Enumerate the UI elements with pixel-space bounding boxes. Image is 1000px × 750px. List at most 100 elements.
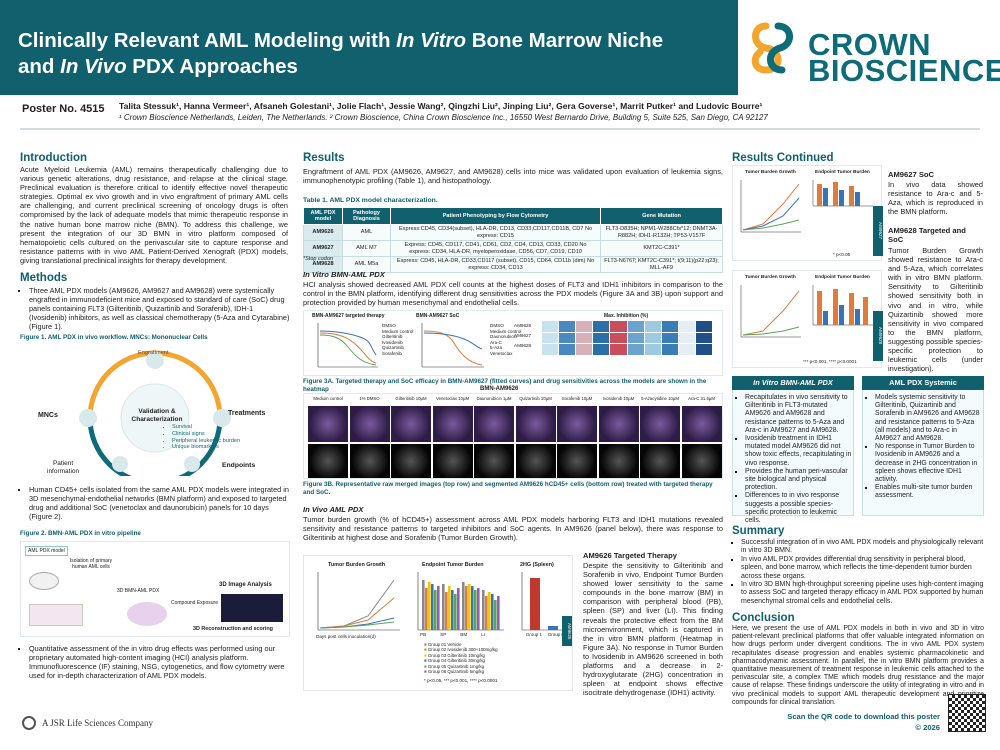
fig4-bar	[474, 590, 477, 630]
fig3a-legend-item: Quizartinib	[382, 345, 404, 351]
table-cell: Express: CD45, HLA-DR, CD33,CD117 (subse…	[389, 256, 602, 273]
panel-invitro-item: Differences to in vivo response suggests…	[745, 492, 852, 525]
fig3a-title-1: BMN-AM9627 targeted therapy	[312, 313, 385, 319]
legend-swatch-icon: ■	[424, 669, 428, 675]
heatmap-cell	[661, 344, 678, 355]
heatmap-cell	[695, 332, 712, 344]
fig1-label-treatments: Treatments	[228, 410, 266, 417]
heatmap-cell	[644, 332, 661, 344]
fig4-bar	[497, 596, 500, 630]
fig3b-column-label: Venetoclax 10µM	[435, 396, 470, 401]
panel-systemic-item: Enables multi-site tumor burden assessme…	[875, 484, 982, 500]
legend-text: Group 01 Vehicle	[427, 642, 462, 647]
heatmap-cell	[559, 332, 576, 344]
fig3b-title: BMN-AM9626	[480, 386, 519, 392]
summary-item: In vivo AML PDX provides differential dr…	[741, 556, 984, 581]
fig3a-legend-item: Venetoclax	[490, 350, 513, 356]
fig4-bar	[477, 588, 480, 630]
table-header-cell: Gene Mutation	[600, 207, 723, 225]
summary-heading: Summary	[732, 525, 785, 537]
am9628-text: Tumor Burden Growth showed resistance to…	[888, 246, 983, 374]
table-footnote: *Stop codon	[303, 256, 333, 262]
c3-pnote-2: *** p<0.001, **** p<0.0001	[803, 359, 857, 364]
fig4-legend: ■ Group 01 Vehicle■ Group 02 Ivosidenib …	[424, 642, 498, 674]
invivo-text: Tumor burden growth (% of hCD45+) assess…	[303, 515, 723, 543]
heatmap-cell	[678, 332, 695, 344]
fig3b-raw-image	[598, 406, 639, 442]
fig3b-column-label: Daunorubicin 1µM	[476, 396, 512, 401]
heatmap-cell	[661, 332, 678, 344]
figure1-workflow	[79, 350, 231, 476]
fig4-2hg-category: Group 1	[526, 632, 542, 637]
fig3a-legend-item: Sorafenib	[382, 350, 402, 356]
fig4-bar	[451, 590, 454, 630]
crown-logo-icon	[751, 22, 793, 74]
invivo-heading: In Vivo AML PDX	[303, 505, 364, 514]
table-cell: AM9626	[303, 224, 343, 241]
fig3b-segmented-image	[515, 444, 556, 478]
table-cell: AML M7	[341, 240, 391, 257]
heatmap-cell	[627, 321, 644, 332]
fig4-bar	[482, 590, 485, 630]
fig3b-column-label: 1% DMSO	[359, 396, 380, 401]
fig2-step-analysis: 3D Image Analysis	[219, 582, 272, 588]
fig1-endpoint-item: Clinical signs	[172, 431, 240, 438]
heatmap-row-label: AM9626	[514, 323, 532, 328]
am9626-heading: AM9626 Targeted Therapy	[583, 551, 677, 560]
mouse-icon	[29, 572, 59, 590]
heatmap-row-label: AM9628	[514, 343, 532, 348]
heatmap-cell	[559, 344, 576, 355]
heatmap-cell	[627, 344, 644, 355]
fig4-bar	[431, 584, 434, 630]
legend-text: Group 06 Quizartinib 5mg/kg	[427, 669, 485, 675]
table-cell: AML	[341, 224, 391, 241]
intro-text: Acute Myeloid Leukemia (AML) remains the…	[20, 165, 288, 265]
fig3b-raw-image	[681, 406, 722, 442]
heatmap-cell	[661, 321, 678, 332]
am9628-tag: AM9628	[873, 311, 883, 361]
fig2-step-pdx: AML PDX model	[25, 546, 68, 556]
invitro-text: HCI analysis showed decreased AML PDX ce…	[303, 280, 723, 308]
fig3b-segmented-image	[349, 444, 390, 478]
fig4-category: BM	[460, 632, 468, 637]
heatmap-cell	[644, 321, 661, 332]
copyright: © 2026	[915, 723, 940, 732]
am9626-text: Despite the sensitivity to Gilteritinib …	[583, 561, 723, 698]
qr-code-icon[interactable]	[948, 694, 986, 732]
table-header-cell: Patient Phenotyping by Flow Cytometry	[389, 207, 602, 225]
fig3b-segmented-image	[391, 444, 431, 478]
fig3a-legend-item: Medium control	[382, 328, 414, 334]
methods-heading: Methods	[20, 272, 68, 284]
legend-swatch-icon: ■	[424, 652, 428, 658]
table-header-cell: Pathology Diagnosis	[341, 207, 391, 225]
wellplate-icon	[29, 604, 83, 626]
fig4-bar	[457, 588, 460, 630]
fig1-endpoint-item: Unique biomarkers	[172, 444, 240, 451]
am9627-soc-text: In vivo data showed resistance to Ara-c …	[888, 180, 983, 217]
fig4-title-1: Tumor Burden Growth	[328, 562, 386, 568]
fig4-bar	[448, 586, 451, 630]
legend-swatch-icon: ■	[424, 663, 428, 669]
panel-systemic-list: Models systemic sensitivity to Gilteriti…	[866, 394, 982, 501]
panel-systemic-title: AML PDX Systemic	[862, 376, 984, 390]
fig4-legend-item: ■ Group 02 Ivosidenib 300+100mg/kg	[424, 647, 498, 652]
fig4-side-tag: AM9626	[562, 616, 572, 646]
fig3b-raw-image	[640, 406, 680, 442]
fig4-bar	[471, 586, 474, 630]
fig3b-column-label: Quizartinib 10µM	[519, 396, 552, 401]
am9627-charts: Tumor Burden Growth Endpoint Tumor Burde…	[732, 165, 883, 261]
heatmap-cell	[593, 321, 610, 332]
fig4-plots	[317, 572, 566, 631]
summary-item: Successful integration of in vivo AML PD…	[741, 539, 984, 556]
methods-bullet-2: Human CD45+ cells isolated from the same…	[20, 485, 290, 521]
c3-plots-1	[740, 180, 873, 233]
author-list: Talita Stessuk¹, Hanna Vermeer¹, Afsaneh…	[119, 101, 763, 111]
conclusion-text: Here, we present the use of AML PDX mode…	[732, 625, 984, 706]
table-cell: KMT2C-C391*	[600, 240, 723, 257]
fig3a-legend-item: Ivosidenib	[382, 339, 403, 345]
